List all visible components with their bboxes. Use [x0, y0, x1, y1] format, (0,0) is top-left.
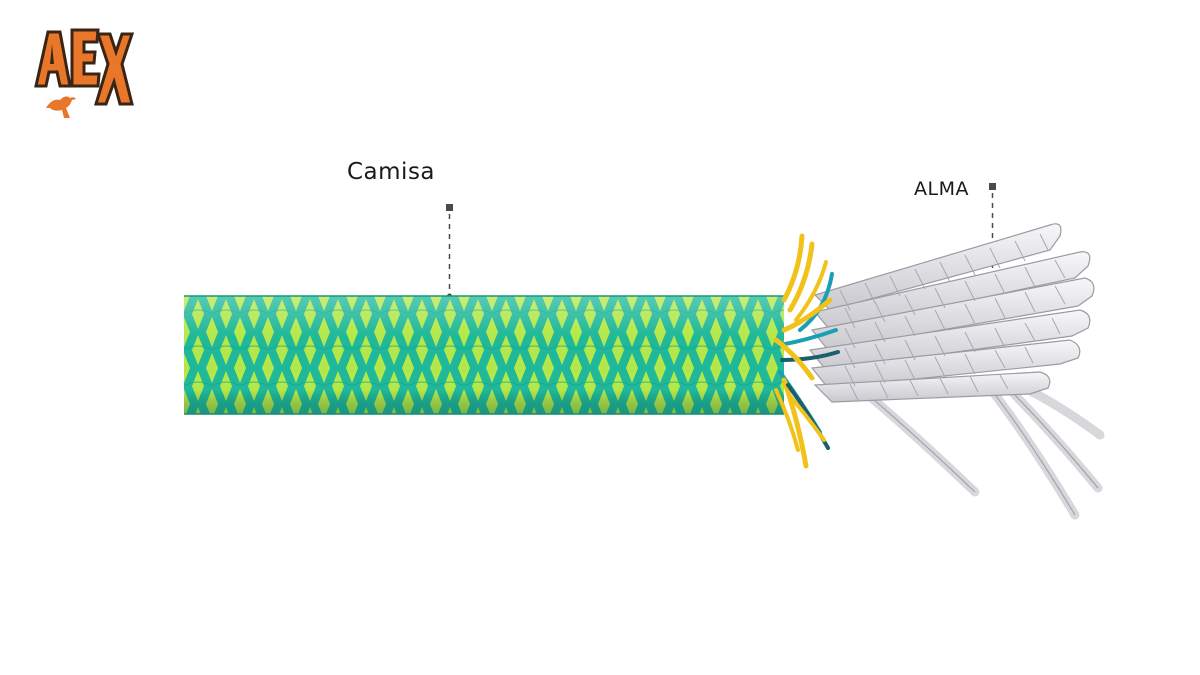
sheath-leader-line	[446, 204, 453, 299]
logo-mark	[34, 28, 135, 106]
core-label: ALMA	[914, 178, 969, 200]
rope-sheath	[184, 295, 784, 415]
sheath-fibers	[773, 233, 840, 469]
brand-logo	[34, 28, 135, 118]
sheath-label: Camisa	[347, 159, 436, 185]
kangaroo-icon	[46, 96, 76, 118]
rope-core	[808, 223, 1105, 520]
